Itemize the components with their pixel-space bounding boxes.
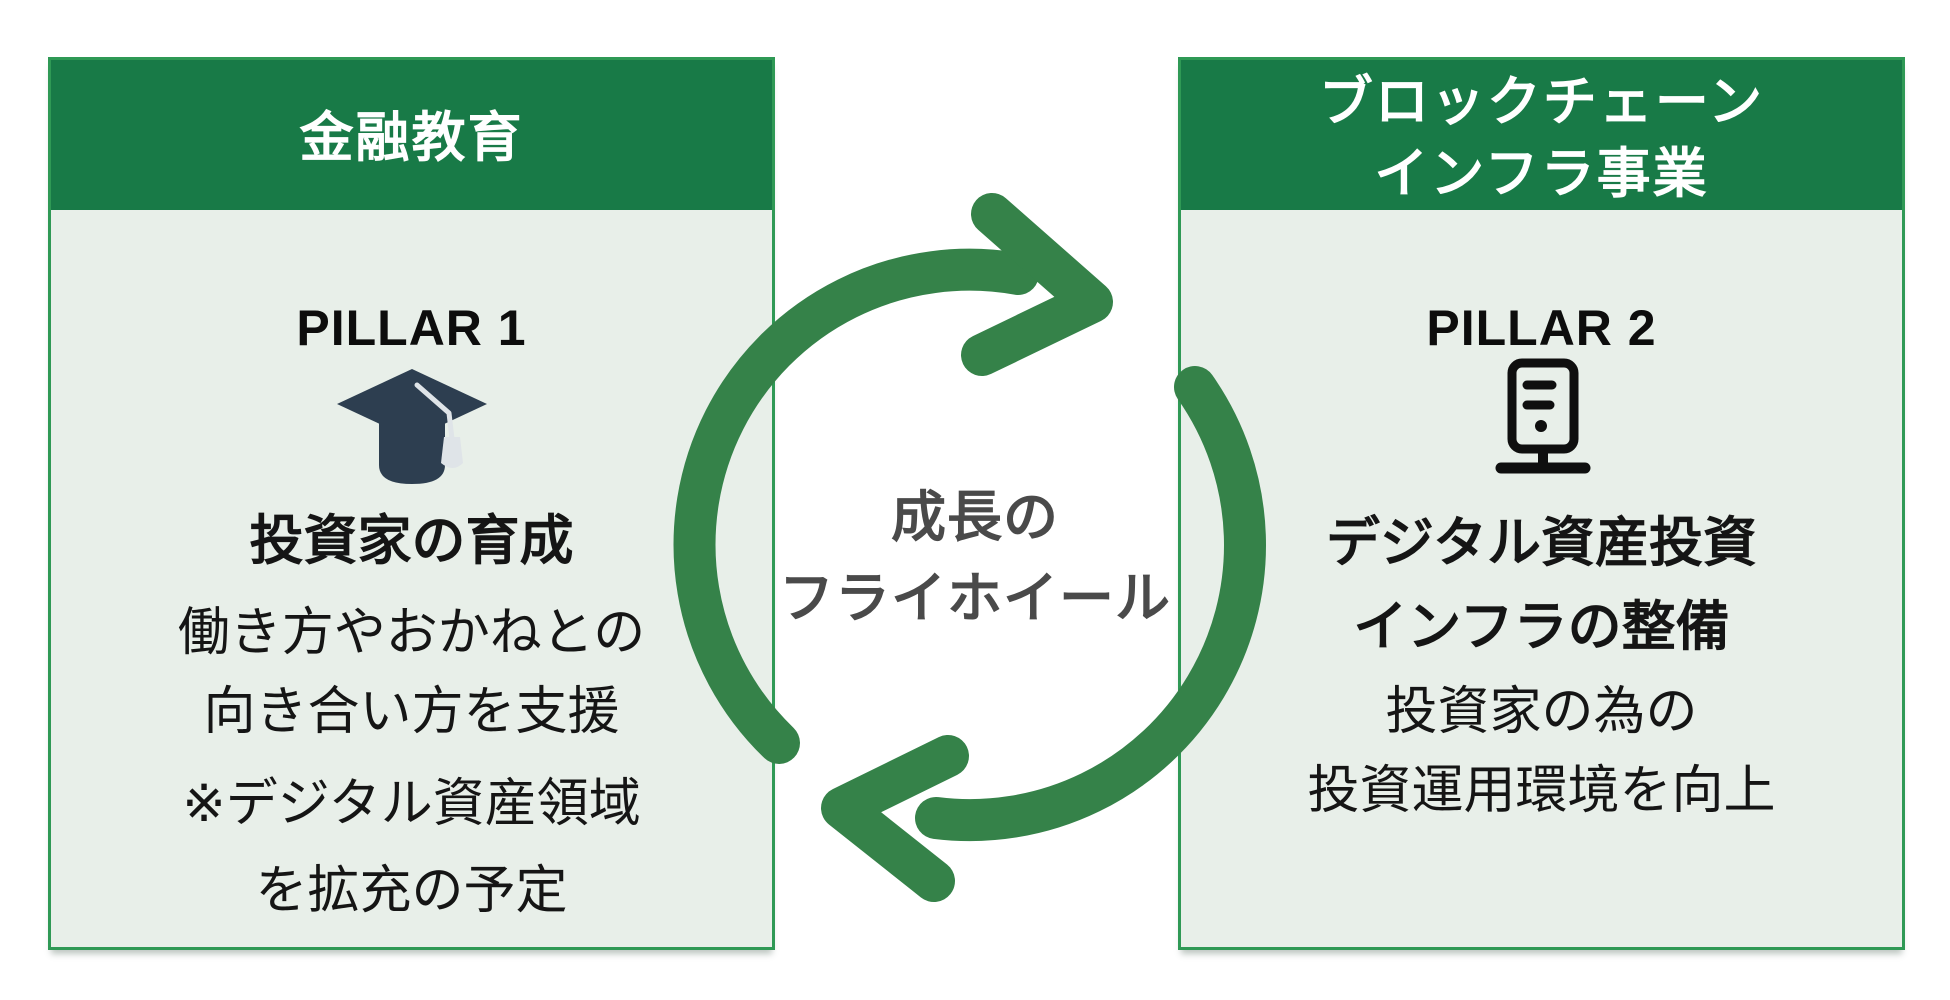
left-note-line-2: を拡充の予定 <box>255 862 568 920</box>
pillar-1-label: PILLAR 1 <box>296 300 527 356</box>
left-body-line-2: 向き合い方を支援 <box>203 683 620 741</box>
right-body-line-1: 投資家の為の <box>1385 683 1698 741</box>
flywheel-arrowhead-left <box>821 735 969 902</box>
left-header-label: 金融教育 <box>299 108 524 168</box>
left-body-line-1: 働き方やおかねとの <box>177 604 646 662</box>
pillar-1-card: 金融教育 PILLAR 1 投資家の育成 働き方やおかねとの 向き合い方を支援 … <box>48 57 775 950</box>
center-label-line-1: 成長の <box>890 486 1059 548</box>
growth-flywheel-label: 成長の フライホイール <box>675 477 1275 639</box>
right-header-line-1: ブロックチェーン <box>1318 72 1765 132</box>
right-title-line-2: インフラの整備 <box>1353 597 1730 657</box>
server-icon <box>1492 358 1592 483</box>
pillar-2-label: PILLAR 2 <box>1426 300 1657 356</box>
left-note-line-1: ※デジタル資産領域 <box>182 775 641 833</box>
center-label-line-2: フライホイール <box>778 567 1171 629</box>
flywheel-arrowhead-right <box>961 193 1113 376</box>
blockchain-infra-header: ブロックチェーン インフラ事業 <box>1181 60 1902 210</box>
right-header-line-2: インフラ事業 <box>1374 144 1709 204</box>
right-body-line-2: 投資運用環境を向上 <box>1307 762 1776 820</box>
financial-education-header: 金融教育 <box>51 60 772 210</box>
graduation-cap-icon <box>331 363 493 502</box>
pillar-2-card: ブロックチェーン インフラ事業 PILLAR 2 デジタル資産投資 インフラの整… <box>1178 57 1905 950</box>
left-card-title: 投資家の育成 <box>249 511 574 571</box>
right-title-line-1: デジタル資産投資 <box>1326 513 1757 573</box>
